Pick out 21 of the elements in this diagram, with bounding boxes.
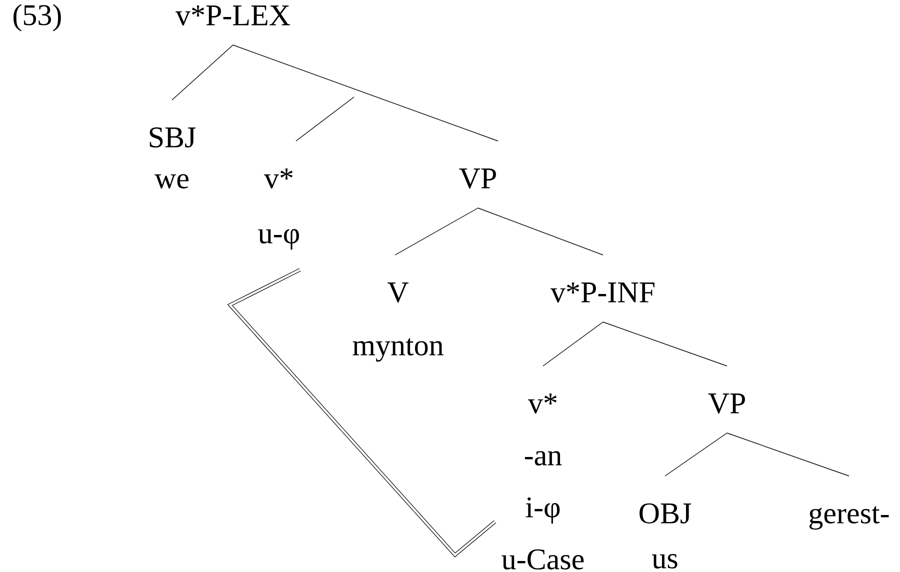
branch-line bbox=[232, 44, 498, 142]
tree-node-label: V mynton bbox=[352, 282, 444, 362]
branch-line bbox=[726, 432, 850, 476]
tree-node-label: v* u-φ bbox=[258, 168, 299, 250]
tree-node-label: gerest- bbox=[809, 506, 889, 530]
branch-line bbox=[394, 208, 478, 256]
branch-line bbox=[542, 322, 604, 366]
branch-line bbox=[172, 44, 234, 100]
tree-node-label: VP bbox=[459, 168, 496, 189]
branch-line bbox=[664, 432, 728, 476]
tree-node-label: OBJ us bbox=[640, 503, 692, 568]
branch-line bbox=[478, 208, 604, 256]
tree-node-label: v*P-INF bbox=[550, 282, 654, 302]
tree-node-label: v* -an i-φ u-Case bbox=[502, 394, 584, 570]
example-number: (53) bbox=[14, 4, 61, 32]
agreement-line bbox=[227, 268, 496, 558]
tree-node-label: VP bbox=[708, 394, 745, 414]
branch-line bbox=[602, 322, 728, 366]
tree-node-label: v*P-LEX bbox=[176, 6, 290, 26]
tree-node-label: SBJ we bbox=[150, 127, 196, 188]
branch-line bbox=[296, 96, 354, 142]
